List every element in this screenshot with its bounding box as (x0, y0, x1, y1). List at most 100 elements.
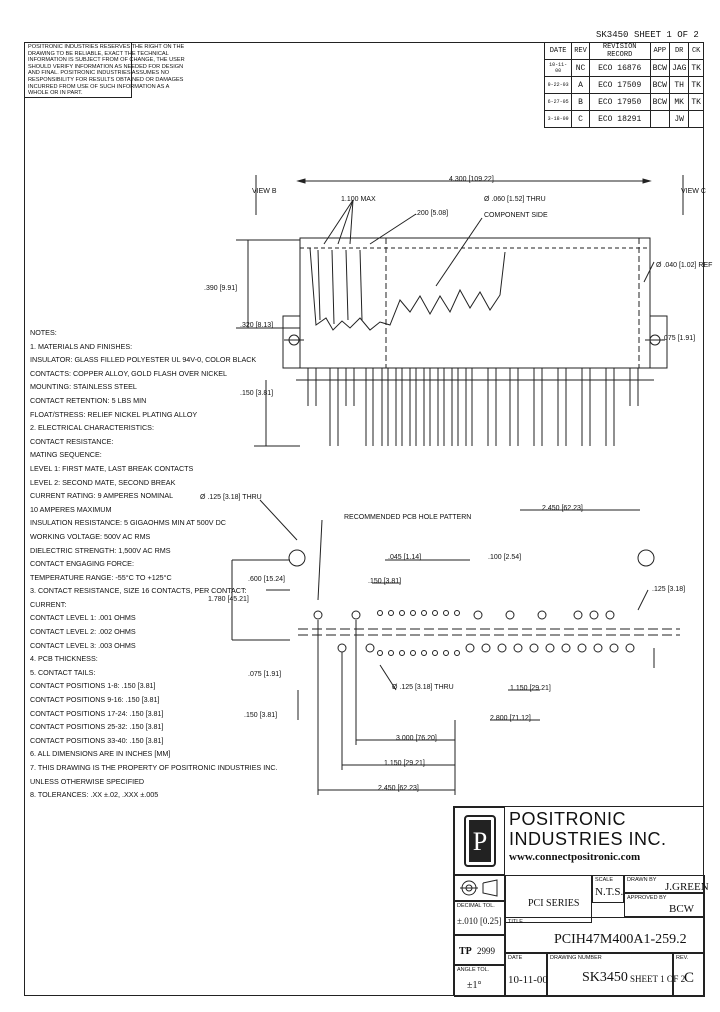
dim-component-side-text: COMPONENT SIDE (484, 212, 548, 219)
revision-header-row: DATE REV REVISION RECORD APP DR CK (543, 42, 704, 60)
note-line: CONTACT POSITIONS 9-16: .150 [3.81] (30, 695, 160, 705)
disclaimer-line: AND FINAL. POSITRONIC INDUSTRIES ASSUMES… (28, 70, 170, 77)
dim-span-2-text: 1.150 [29.21] (510, 685, 551, 692)
title-cell: TITLE PCIH47M400A1-259.2 (505, 917, 705, 953)
note-line: CONTACT LEVEL 3: .003 OHMS (30, 640, 136, 650)
dim-recommended-text: RECOMMENDED PCB HOLE PATTERN (344, 514, 472, 521)
dim-tail-text: .320 [8.13] (240, 322, 274, 329)
note-line: NOTES: (30, 328, 57, 337)
revision-table: DATE REV REVISION RECORD APP DR CK 10-11… (543, 42, 704, 128)
dim-body-height-text: .390 [9.91] (204, 285, 238, 292)
dim-pcb-edge-text: .150 [3.81] (244, 712, 278, 719)
dim-span-4-text: 2.800 [71.12] (490, 715, 531, 722)
pcb-hole-row-1 (313, 610, 615, 620)
date-value: 10-11-00 (508, 974, 548, 986)
date-label: DATE (508, 955, 523, 961)
dim-span-1-text: .600 [15.24] (248, 576, 285, 583)
note-line: CONTACT ENGAGING FORCE: (30, 559, 134, 569)
disclaimer-line: DRAWING TO BE RELIABLE, EXACT THE TECHNI… (28, 50, 169, 57)
note-line: 4. PCB THICKNESS: (30, 654, 98, 664)
company-website: www.connectpositronic.com (509, 851, 641, 863)
dim-clearance-text: Ø .060 [1.52] THRU (484, 196, 546, 203)
dim-pitch-a-text: .100 [2.54] (488, 554, 522, 561)
note-line: TEMPERATURE RANGE: -55°C TO +125°C (30, 572, 172, 582)
drawn-by-value: J.GREEN (665, 881, 709, 893)
rev-cell: MK (668, 93, 690, 111)
scale-value: N.T.S. (595, 886, 624, 898)
contact-tails (307, 368, 639, 446)
disclaimer-line: RESPONSIBILITY FOR RESULTS OBTAINED OR D… (28, 76, 184, 83)
decimal-tol-label: DECIMAL TOL. (457, 903, 495, 909)
note-line: 6. ALL DIMENSIONS ARE IN INCHES [MM] (30, 749, 171, 759)
notes-block: NOTES:1. MATERIALS AND FINISHES: INSULAT… (30, 326, 278, 802)
drawing-sheet (24, 42, 704, 996)
disclaimer-line: SHOULD VERIFY INFORMATION AS NEEDED FOR … (28, 63, 184, 70)
dim-pitch-b-text: .200 [5.08] (415, 210, 449, 217)
series-value: PCI SERIES (528, 898, 580, 909)
note-line: 8. TOLERANCES: .XX ±.02, .XXX ±.005 (30, 790, 159, 800)
dim-hole-pattern-text: Ø .125 [3.18] THRU (200, 494, 262, 501)
decimal-tol-value: ±.010 [0.25] (457, 916, 502, 926)
view-b-label: VIEW B (252, 188, 277, 195)
tp-value: 2999 (477, 946, 495, 956)
pcb-hole-row-2 (337, 643, 635, 656)
series-cell: PCI SERIES (505, 875, 592, 923)
note-line: UNLESS OTHERWISE SPECIFIED (30, 776, 145, 786)
revision-row: 10-11-00 NC ECO 16876 BCW JAG TK (543, 59, 704, 77)
note-line: CURRENT RATING: 9 AMPERES NOMINAL (30, 491, 174, 501)
title-label: TITLE (508, 919, 523, 925)
dim-span-3-text: 2.450 [62.23] (542, 505, 583, 512)
dim-shell-text: .150 [3.81] (240, 390, 274, 397)
angle-tol-cell: ANGLE TOL. ±1° (454, 965, 505, 997)
rev-cell: REV. C (673, 953, 705, 997)
note-line: 3. CONTACT RESISTANCE, SIZE 16 CONTACTS,… (30, 586, 247, 596)
dim-span-6-text: 1.150 [29.21] (384, 760, 425, 767)
projection-symbol (454, 875, 505, 901)
note-line: 7. THIS DRAWING IS THE PROPERTY OF POSIT… (30, 763, 278, 772)
angle-tol-label: ANGLE TOL. (457, 967, 490, 973)
rev-cell: 3-18-09 (543, 110, 573, 128)
dim-overall-length-text: 4.300 [109.22] (449, 176, 494, 183)
tp-cell: TP 2999 (454, 935, 505, 965)
scale-label: SCALE (595, 877, 614, 883)
note-line: MOUNTING: STAINLESS STEEL (30, 382, 137, 392)
drawing-number-value: SK3450 (582, 970, 628, 985)
note-line: CONTACT POSITIONS 1-8: .150 [3.81] (30, 681, 156, 691)
disclaimer-box: POSITRONIC INDUSTRIES RESERVES THE RIGHT… (24, 42, 185, 98)
dim-board-edge-text: Ø .040 [1.02] REF (656, 262, 713, 269)
disclaimer-line: WHOLE OR IN PART. (28, 90, 83, 97)
note-line: WORKING VOLTAGE: 500V AC RMS (30, 531, 151, 541)
angle-tol-value: ±1° (467, 980, 482, 991)
rev-cell (649, 110, 670, 128)
note-line: CONTACTS: COPPER ALLOY, GOLD FLASH OVER … (30, 368, 228, 378)
disclaimer-line: INFORMATION IS SUBJECT FROM OF CHANGE, T… (28, 57, 185, 64)
note-line: CONTACT POSITIONS 33-40: .150 [3.81] (30, 735, 164, 745)
left-flange (282, 315, 301, 369)
dim-row-pitch-text: .075 [1.91] (248, 671, 282, 678)
mount-hole-right (637, 549, 655, 567)
dim-max-dia-text: 1.100 MAX (341, 196, 376, 203)
note-line: INSULATOR: GLASS FILLED POLYESTER UL 94V… (30, 355, 257, 365)
mount-hole-left (288, 549, 306, 567)
rev-label: REV. (676, 955, 689, 961)
dim-span-5-text: 3.000 [76.20] (396, 735, 437, 742)
connector-body (299, 237, 651, 369)
dim-row-spacing-text: .075 [1.91] (662, 335, 696, 342)
note-line: CURRENT: (30, 599, 67, 609)
note-line: CONTACT RETENTION: 5 LBS MIN (30, 395, 147, 405)
rev-cell: JW (668, 110, 690, 128)
note-line: CONTACT LEVEL 1: .001 OHMS (30, 613, 136, 623)
dim-pcb-hole-text: .045 [1.14] (388, 554, 422, 561)
date-cell: DATE 10-11-00 (505, 953, 548, 997)
note-line: LEVEL 1: FIRST MATE, LAST BREAK CONTACTS (30, 463, 194, 473)
revision-row: 3-18-09 C ECO 18291 JW (543, 110, 704, 128)
logo-cell: P (454, 807, 505, 875)
drawing-title: PCIH47M400A1-259.2 (554, 932, 687, 947)
note-line: CONTACT POSITIONS 25-32: .150 [3.81] (30, 722, 164, 732)
company-logo: P (464, 815, 496, 867)
note-line: 2. ELECTRICAL CHARACTERISTICS: (30, 423, 154, 433)
note-line: INSULATION RESISTANCE: 5 GIGAOHMS MIN AT… (30, 518, 226, 528)
disclaimer-line: POSITRONIC INDUSTRIES RESERVES THE RIGHT… (28, 44, 185, 50)
drawing-number-label: DRAWING NUMBER (550, 955, 602, 961)
